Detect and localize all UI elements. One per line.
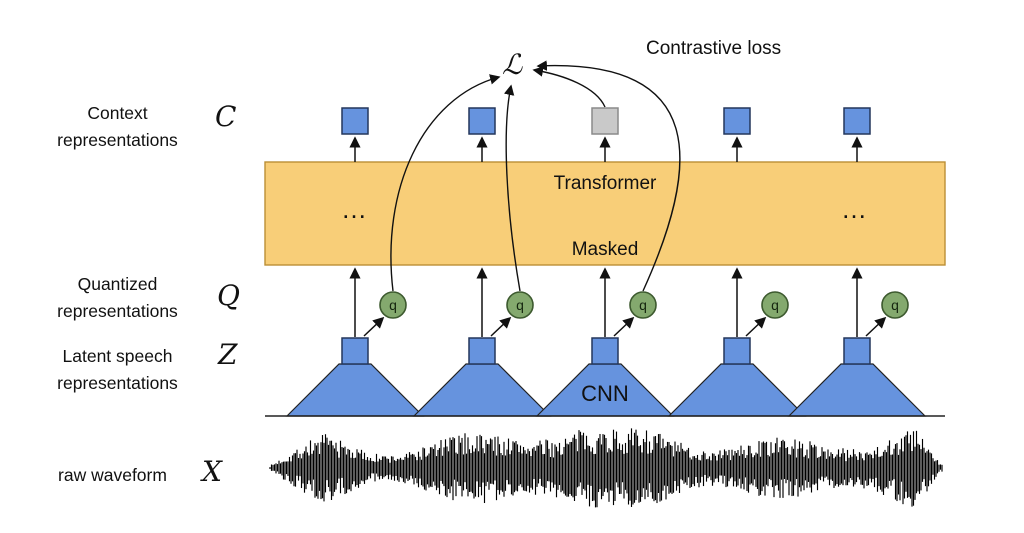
latent-label-line1: Latent speech bbox=[62, 346, 173, 366]
quantizer-circle bbox=[379, 291, 407, 319]
latent-to-quantizer-arrow bbox=[613, 316, 635, 337]
quantizer-circle bbox=[629, 291, 657, 319]
context-label-line1: Context bbox=[87, 103, 148, 123]
quantizer-circle bbox=[506, 291, 534, 319]
context-symbol: C bbox=[215, 100, 237, 133]
transformer-label: Transformer bbox=[553, 173, 657, 194]
context-square bbox=[468, 107, 496, 135]
latent-square bbox=[591, 337, 619, 365]
context-square-masked bbox=[591, 107, 619, 135]
context-square bbox=[843, 107, 871, 135]
context-square bbox=[341, 107, 369, 135]
latent-to-quantizer-arrow bbox=[865, 316, 887, 337]
ellipsis-left: … bbox=[341, 194, 369, 224]
quantizer-circle bbox=[881, 291, 909, 319]
ellipsis-right: … bbox=[841, 194, 869, 224]
contrastive-loss-label: Contrastive loss bbox=[646, 38, 782, 59]
q1-to-loss-arrow bbox=[390, 74, 501, 292]
latent-speech-representations-label: Latent speech representations bbox=[30, 343, 205, 397]
loss-symbol: ℒ bbox=[502, 48, 523, 81]
latent-square bbox=[723, 337, 751, 365]
q2-to-loss-arrow bbox=[504, 84, 521, 292]
quantizer-circle bbox=[761, 291, 789, 319]
masked-context-to-loss-arrow bbox=[532, 66, 606, 108]
quantized-label-line2: representations bbox=[57, 301, 178, 321]
raw-waveform-text: raw waveform bbox=[58, 465, 167, 485]
latent-square bbox=[468, 337, 496, 365]
raw-waveform-label: raw waveform bbox=[25, 462, 200, 489]
cnn-label: CNN bbox=[581, 381, 629, 406]
context-label-line2: representations bbox=[57, 130, 178, 150]
latent-square bbox=[843, 337, 871, 365]
q3-to-loss-arrow bbox=[536, 60, 681, 292]
masked-label: Masked bbox=[571, 239, 639, 260]
quantizer-q-label: q bbox=[891, 297, 899, 313]
context-square bbox=[723, 107, 751, 135]
latent-to-quantizer-arrow bbox=[745, 316, 767, 337]
quantizer-q-label: q bbox=[389, 297, 397, 313]
latent-square bbox=[341, 337, 369, 365]
quantizer-q-label: q bbox=[771, 297, 779, 313]
quantizer-q-label: q bbox=[516, 297, 524, 313]
latent-label-line2: representations bbox=[57, 373, 178, 393]
latent-to-quantizer-arrow bbox=[363, 316, 385, 337]
quantizer-q-label: q bbox=[639, 297, 647, 313]
latent-symbol: Z bbox=[218, 338, 238, 371]
quantized-symbol: Q bbox=[217, 279, 240, 312]
raw-waveform-symbol: X bbox=[202, 455, 222, 488]
quantized-representations-label: Quantized representations bbox=[35, 271, 200, 325]
latent-to-quantizer-arrow bbox=[490, 316, 512, 337]
transformer-box bbox=[264, 161, 946, 266]
quantized-label-line1: Quantized bbox=[77, 274, 158, 294]
context-representations-label: Context representations bbox=[35, 100, 200, 154]
raw-waveform bbox=[269, 428, 943, 508]
